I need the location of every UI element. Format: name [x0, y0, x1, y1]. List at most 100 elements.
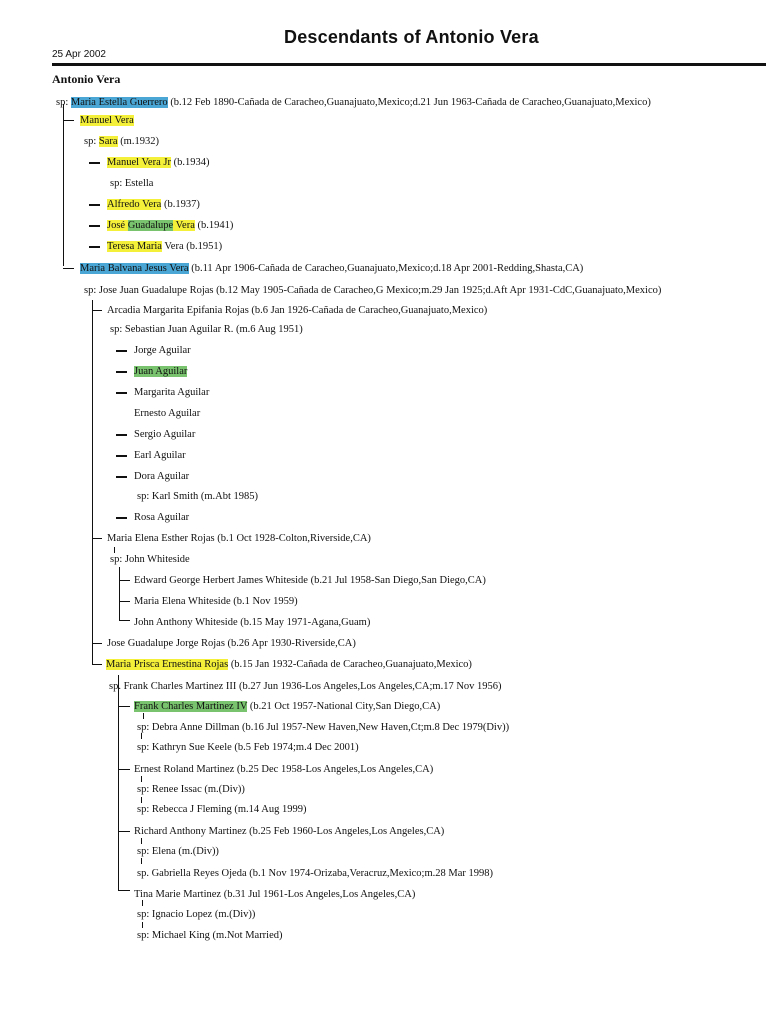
- entry-text: sp: Sebastian Juan Aguilar R. (m.6 Aug 1…: [110, 324, 303, 335]
- entry-text: sp: Kathryn Sue Keele (b.5 Feb 1974;m.4 …: [137, 742, 359, 753]
- spouse-line: sp: John Whiteside: [110, 553, 190, 566]
- highlighted-name: Vera: [173, 220, 195, 231]
- tree-branch: [118, 706, 130, 707]
- tree-branch: [92, 664, 102, 665]
- grandchild-line: Jorge Aguilar: [134, 344, 191, 357]
- grandchild-line: Earl Aguilar: [134, 449, 186, 462]
- root-ancestor: Antonio Vera: [52, 72, 121, 86]
- spouse-line: sp: Debra Anne Dillman (b.16 Jul 1957-Ne…: [137, 721, 509, 734]
- grandchild-line: Dora Aguilar: [134, 470, 189, 483]
- entry-text: Earl Aguilar: [134, 450, 186, 461]
- highlighted-name: Alfredo Vera: [107, 199, 162, 210]
- spouse-tick: [141, 776, 142, 782]
- tree-branch: [63, 120, 74, 121]
- entry-text: (b.12 Feb 1890-Cañada de Caracheo,Guanaj…: [167, 97, 651, 108]
- highlighted-name: Maria Estella Guerrero: [70, 97, 168, 108]
- header-rule: [52, 63, 766, 66]
- entry-text: Tina Marie Martinez (b.31 Jul 1961-Los A…: [134, 889, 416, 900]
- page-title: Descendants of Antonio Vera: [284, 27, 539, 47]
- entry-text: (b.1937): [161, 199, 200, 210]
- entry-text: sp: Jose Juan Guadalupe Rojas (b.12 May …: [84, 285, 662, 296]
- grandchild-line: Frank Charles Martinez IV (b.21 Oct 1957…: [134, 700, 440, 713]
- entry-text: sp:: [84, 136, 99, 147]
- tree-branch: [118, 890, 130, 891]
- grandchild-line: Maria Elena Whiteside (b.1 Nov 1959): [134, 595, 298, 608]
- highlighted-name: Manuel Vera Jr: [107, 157, 171, 168]
- entry-text: Vera (b.1951): [161, 241, 223, 252]
- tree-connector: [92, 300, 93, 664]
- entry-text: Arcadia Margarita Epifania Rojas (b.6 Ja…: [107, 305, 488, 316]
- entry-text: sp: Renee Issac (m.(Div)): [137, 784, 245, 795]
- spouse-tick: [141, 838, 142, 844]
- spouse-line: sp: Sebastian Juan Aguilar R. (m.6 Aug 1…: [110, 323, 303, 336]
- highlighted-name: Frank Charles Martinez IV: [134, 701, 248, 712]
- entry-text: sp: Debra Anne Dillman (b.16 Jul 1957-Ne…: [137, 722, 510, 733]
- entry-text: Dora Aguilar: [134, 471, 190, 482]
- entry-text: (b.1941): [194, 220, 234, 231]
- tree-dash: [89, 204, 100, 206]
- tree-dash: [116, 517, 127, 519]
- spouse-tick: [142, 900, 143, 906]
- spouse-tick: [143, 713, 144, 719]
- grandchild-line: Juan Aguilar: [134, 365, 188, 378]
- entry-text: Margarita Aguilar: [134, 387, 210, 398]
- entry-text: sp. Gabriella Reyes Ojeda (b.1 Nov 1974-…: [137, 868, 494, 879]
- highlighted-name: Guadalupe: [127, 220, 174, 231]
- grandchild-line: Rosa Aguilar: [134, 511, 189, 524]
- highlighted-name: Manuel Vera: [80, 115, 134, 126]
- child-line: Maria Elena Esther Rojas (b.1 Oct 1928-C…: [107, 532, 371, 545]
- tree-branch: [92, 310, 102, 311]
- grandchild-line: Ernesto Aguilar: [134, 407, 200, 420]
- grandchild-line: John Anthony Whiteside (b.15 May 1971-Ag…: [134, 616, 370, 629]
- highlighted-name: Juan Aguilar: [134, 366, 188, 377]
- entry-text: John Anthony Whiteside (b.15 May 1971-Ag…: [134, 617, 371, 628]
- entry-text: sp: Karl Smith (m.Abt 1985): [137, 491, 259, 502]
- entry-text: Maria Elena Whiteside (b.1 Nov 1959): [134, 596, 298, 607]
- spouse-tick: [114, 547, 115, 553]
- tree-branch: [119, 601, 130, 602]
- entry-text: Jorge Aguilar: [134, 345, 191, 356]
- highlighted-name: José: [107, 220, 128, 231]
- entry-text: Maria Elena Esther Rojas (b.1 Oct 1928-C…: [107, 533, 371, 544]
- highlighted-name: Maria Balvana Jesus Vera: [80, 263, 189, 274]
- spouse-line: sp. Gabriella Reyes Ojeda (b.1 Nov 1974-…: [137, 867, 493, 880]
- entry-text: (b.15 Jan 1932-Cañada de Caracheo,Guanaj…: [228, 659, 472, 670]
- tree-connector: [118, 675, 119, 890]
- entry-text: Ernesto Aguilar: [134, 408, 201, 419]
- tree-dash: [116, 434, 127, 436]
- grandchild-line: Sergio Aguilar: [134, 428, 195, 441]
- tree-dash: [89, 162, 100, 164]
- highlighted-name: Maria Prisca Ernestina Rojas: [106, 659, 229, 670]
- tree-dash: [116, 392, 127, 394]
- entry-text: (m.1932): [117, 136, 159, 147]
- tree-connector: [119, 567, 120, 620]
- tree-branch: [92, 538, 102, 539]
- tree-branch: [118, 831, 130, 832]
- grandchild-line: Richard Anthony Martinez (b.25 Feb 1960-…: [134, 825, 444, 838]
- spouse-tick: [141, 733, 142, 739]
- tree-branch: [92, 643, 102, 644]
- tree-branch: [119, 580, 130, 581]
- child-line: Arcadia Margarita Epifania Rojas (b.6 Ja…: [107, 304, 487, 317]
- spouse-line: sp: Karl Smith (m.Abt 1985): [137, 490, 258, 503]
- spouse-tick: [141, 858, 142, 864]
- spouse-tick: [141, 797, 142, 803]
- tree-connector: [63, 104, 64, 266]
- entry-text: sp: Michael King (m.Not Married): [137, 930, 283, 941]
- entry-text: sp. Frank Charles Martinez III (b.27 Jun…: [109, 681, 502, 692]
- spouse-line: sp: Rebecca J Fleming (m.14 Aug 1999): [137, 803, 306, 816]
- entry-text: sp:: [56, 97, 71, 108]
- spouse-line: sp: Maria Estella Guerrero (b.12 Feb 189…: [56, 96, 651, 109]
- spouse-line: sp: Estella: [110, 177, 153, 190]
- spouse-line: sp: Kathryn Sue Keele (b.5 Feb 1974;m.4 …: [137, 741, 359, 754]
- spouse-line: sp: Elena (m.(Div)): [137, 845, 219, 858]
- entry-text: sp: John Whiteside: [110, 554, 190, 565]
- entry-text: Jose Guadalupe Jorge Rojas (b.26 Apr 193…: [107, 638, 356, 649]
- grandchild-line: Tina Marie Martinez (b.31 Jul 1961-Los A…: [134, 888, 415, 901]
- child-line: Manuel Vera: [80, 114, 134, 127]
- entry-text: Richard Anthony Martinez (b.25 Feb 1960-…: [134, 826, 445, 837]
- entry-text: sp: Elena (m.(Div)): [137, 846, 219, 857]
- grandchild-line: Edward George Herbert James Whiteside (b…: [134, 574, 486, 587]
- entry-text: Edward George Herbert James Whiteside (b…: [134, 575, 486, 586]
- entry-text: sp: Rebecca J Fleming (m.14 Aug 1999): [137, 804, 307, 815]
